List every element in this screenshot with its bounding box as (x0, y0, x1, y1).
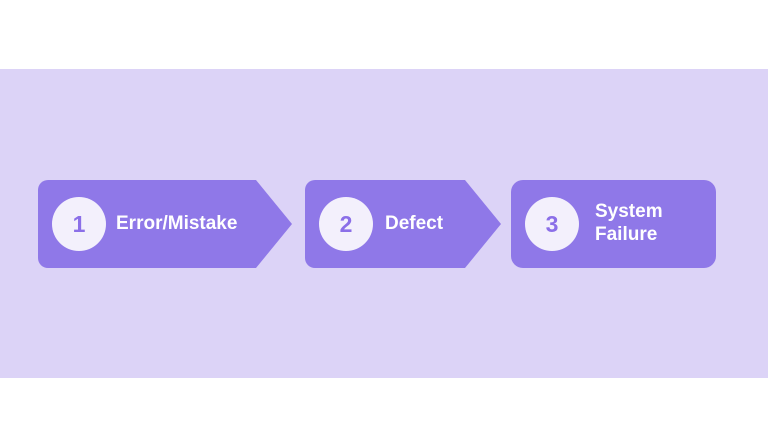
step-1-label: Error/Mistake (116, 212, 238, 234)
step-3-label: System Failure (595, 201, 663, 245)
flow-step-3[interactable]: 3 System Failure (511, 180, 716, 268)
process-flow-diagram: 1 Error/Mistake 2 Defect 3 System Failur… (38, 180, 730, 268)
step-3-number-badge: 3 (525, 197, 579, 251)
step-2-number: 2 (339, 210, 353, 237)
step-3-number: 3 (545, 210, 559, 237)
step-1-number: 1 (72, 210, 86, 237)
step-1-number-badge: 1 (52, 197, 106, 251)
step-2-label: Defect (385, 212, 444, 234)
step-2-number-badge: 2 (319, 197, 373, 251)
flow-step-1[interactable]: 1 Error/Mistake (38, 180, 292, 268)
flow-step-2[interactable]: 2 Defect (305, 180, 501, 268)
